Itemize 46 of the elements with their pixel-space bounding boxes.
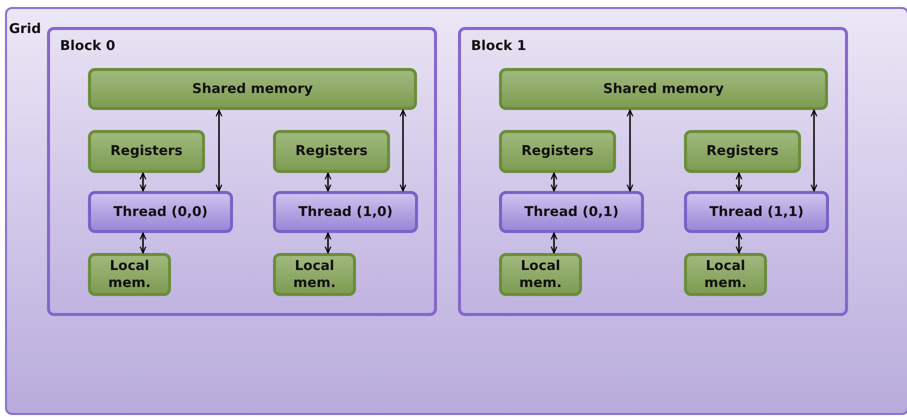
- thread-box: [684, 191, 829, 233]
- double-arrow: [140, 172, 146, 192]
- panel-heading: Block 0: [60, 38, 116, 54]
- memory-box: [88, 253, 171, 296]
- box-label: Local mem.: [107, 258, 152, 291]
- memory-box: [684, 130, 801, 173]
- double-arrow: [626, 109, 634, 192]
- box-label: Registers: [521, 143, 594, 160]
- double-arrow: [216, 109, 222, 192]
- memory-box: [88, 68, 417, 110]
- double-arrow: [324, 232, 332, 254]
- memory-box: [273, 253, 356, 296]
- double-arrow: [324, 172, 332, 192]
- double-arrow: [550, 172, 558, 192]
- memory-box: [88, 130, 205, 173]
- double-arrow: [736, 172, 742, 192]
- panel-heading: Grid: [9, 21, 42, 38]
- memory-box: [499, 68, 828, 110]
- box-label: Thread (1,1): [709, 204, 804, 220]
- memory-box: [499, 130, 616, 173]
- box-label: Thread (0,0): [113, 204, 208, 220]
- memory-box: [499, 253, 582, 296]
- double-arrow: [810, 109, 818, 192]
- box-label: Thread (0,1): [524, 204, 619, 220]
- double-arrow: [550, 232, 558, 254]
- box-label: Thread (1,0): [298, 204, 393, 220]
- box-label: Registers: [110, 143, 183, 160]
- box-label: Registers: [295, 143, 368, 160]
- double-arrow: [400, 109, 406, 192]
- double-arrow: [140, 232, 146, 254]
- panel-heading: Block 1: [471, 38, 526, 54]
- box-label: Shared memory: [603, 80, 724, 98]
- block-panel: [47, 27, 437, 316]
- box-label: Local mem.: [703, 258, 748, 291]
- thread-box: [273, 191, 418, 233]
- memory-box: [273, 130, 390, 173]
- box-label: Local mem.: [518, 258, 563, 291]
- box-label: Shared memory: [192, 80, 313, 98]
- block-panel: [458, 27, 848, 316]
- box-label: Registers: [706, 143, 779, 160]
- double-arrow: [736, 232, 742, 254]
- grid-panel: [5, 7, 907, 415]
- memory-box: [684, 253, 767, 296]
- box-label: Local mem.: [292, 258, 337, 291]
- thread-box: [499, 191, 644, 233]
- thread-box: [88, 191, 233, 233]
